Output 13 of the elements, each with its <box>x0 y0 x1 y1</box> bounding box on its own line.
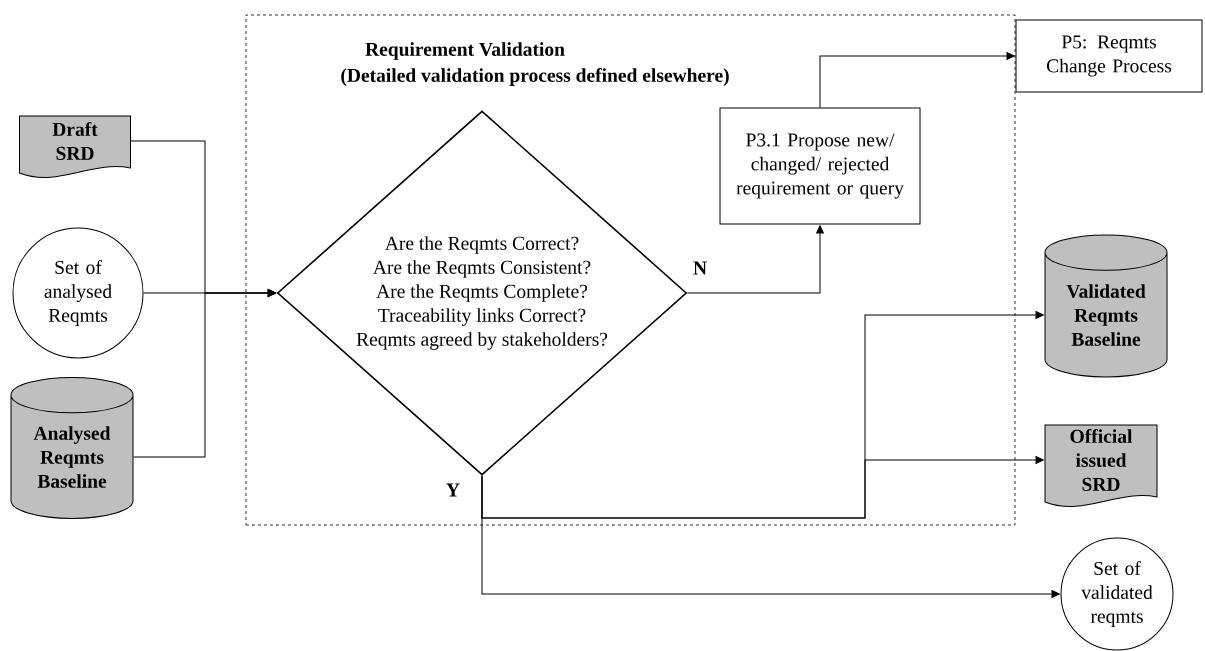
arrow <box>481 475 1060 598</box>
arrow <box>133 289 276 458</box>
database-cylinder: Validated Reqmts Baseline <box>1044 234 1168 378</box>
process-box: P3.1 Propose new/ changed/ rejected requirement or query <box>719 107 921 225</box>
database-cylinder: Analysed Reqmts Baseline <box>10 376 134 519</box>
boundary-heading: Requirement Validation <box>365 42 565 60</box>
arrow <box>819 52 1015 108</box>
arrow <box>686 225 824 294</box>
edge-label: Y <box>444 482 462 498</box>
arrow <box>481 456 1044 519</box>
process-box: P5: Reqmts Change Process <box>1015 19 1203 93</box>
boundary-subheading: (Detailed validation process defined elsewhere) <box>341 68 729 86</box>
edge-label: N <box>691 260 709 276</box>
